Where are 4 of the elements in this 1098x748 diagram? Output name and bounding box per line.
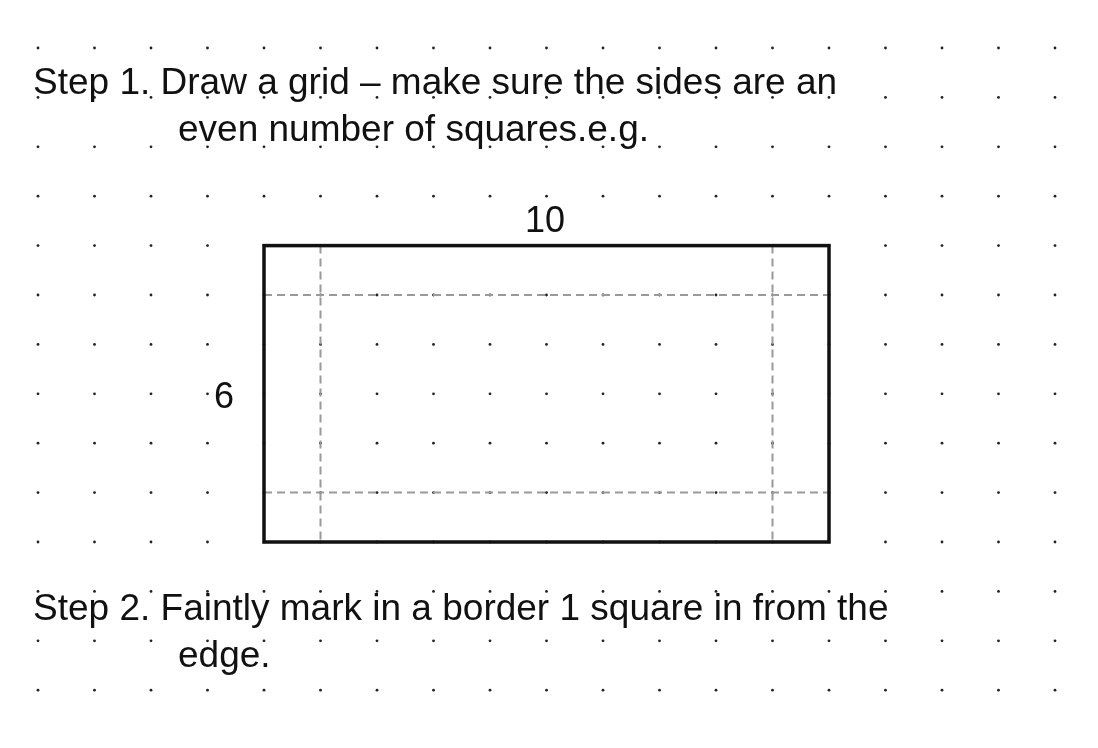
instruction-text: Step 2. Faintly mark in a border 1 square in from the edge.	[33, 586, 890, 677]
instruction-text: Step 1. Draw a grid – make sure the sides are an even number of squares.e.g.	[33, 60, 839, 151]
dimension-label: 10	[525, 200, 566, 240]
dimension-label: 6	[214, 376, 235, 416]
